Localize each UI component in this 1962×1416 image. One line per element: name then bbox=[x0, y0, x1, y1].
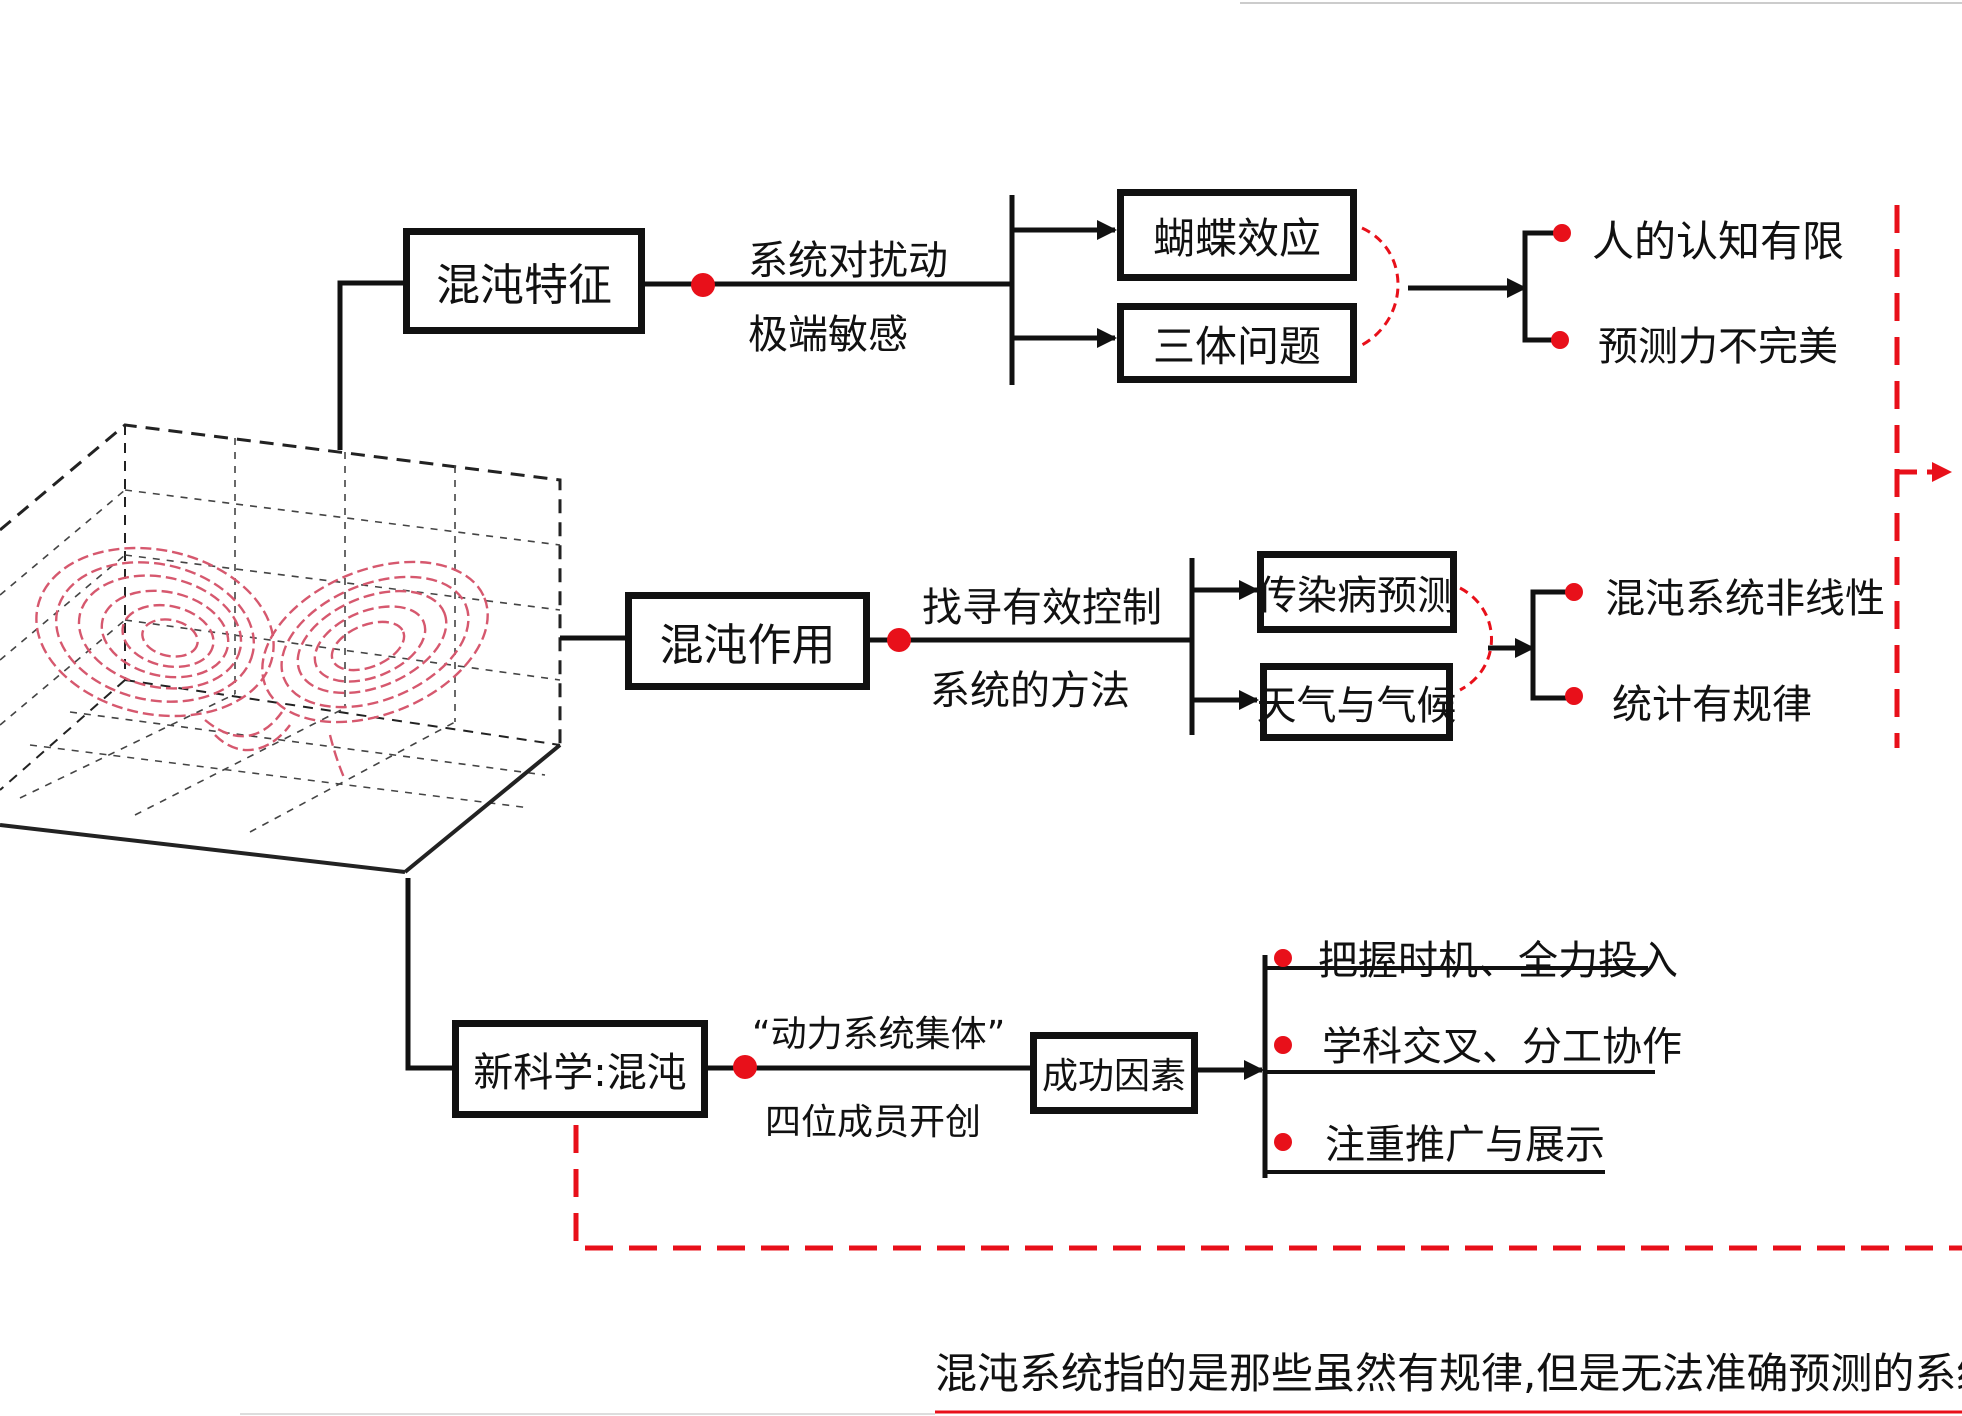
factor-promotion: 注重推广与展示 bbox=[1325, 1122, 1605, 1168]
chaos-features-label: 混沌特征 bbox=[436, 260, 612, 311]
branch1-desc-line2: 极端敏感 bbox=[748, 312, 908, 358]
conclusion-nonlinear: 混沌系统非线性 bbox=[1605, 576, 1885, 622]
branch2-desc-line1: 找寻有效控制 bbox=[922, 585, 1162, 631]
box-weather-climate: 天气与气候 bbox=[1257, 663, 1457, 741]
bullet-dot bbox=[1565, 687, 1583, 705]
conclusion-statistical-regularity: 统计有规律 bbox=[1612, 682, 1812, 728]
weather-climate-label: 天气与气候 bbox=[1256, 683, 1457, 729]
bullet-dot bbox=[1274, 1036, 1292, 1054]
branch2-dot bbox=[887, 628, 911, 652]
branch2-desc-line2: 系统的方法 bbox=[930, 668, 1130, 714]
branch3-desc-line1: “动力系统集体” bbox=[752, 1014, 1006, 1055]
branch3-desc-line2: 四位成员开创 bbox=[765, 1102, 982, 1143]
new-science-chaos-label: 新科学:混沌 bbox=[473, 1050, 687, 1096]
bullet-dot bbox=[1551, 331, 1569, 349]
chaos-definition: 混沌系统指的是那些虽然有规律,但是无法准确预测的系统。 bbox=[935, 1349, 1962, 1398]
chaos-role-label: 混沌作用 bbox=[659, 620, 836, 671]
three-body-label: 三体问题 bbox=[1152, 321, 1321, 371]
branch1-desc-line1: 系统对扰动 bbox=[748, 238, 948, 284]
success-factors-label: 成功因素 bbox=[1041, 1056, 1186, 1097]
bullet-dot bbox=[1553, 224, 1571, 242]
bullet-dot bbox=[1274, 1133, 1292, 1151]
box-epidemic-prediction: 传染病预测 bbox=[1257, 551, 1457, 633]
feedback-loop bbox=[573, 205, 1962, 1251]
bullet-dot bbox=[1565, 583, 1583, 601]
epidemic-prediction-label: 传染病预测 bbox=[1257, 573, 1457, 619]
conclusion-prediction-imperfect: 预测力不完美 bbox=[1598, 324, 1838, 370]
box-success-factors: 成功因素 bbox=[1030, 1032, 1198, 1114]
box-three-body: 三体问题 bbox=[1117, 303, 1357, 383]
box-butterfly-effect: 蝴蝶效应 bbox=[1117, 189, 1357, 281]
box-chaos-features: 混沌特征 bbox=[403, 228, 645, 334]
factor-interdisciplinary: 学科交叉、分工协作 bbox=[1322, 1024, 1682, 1070]
butterfly-effect-label: 蝴蝶效应 bbox=[1152, 213, 1321, 263]
branch1-dot bbox=[691, 273, 715, 297]
branch3-dot bbox=[733, 1055, 757, 1079]
bullet-dot bbox=[1274, 949, 1292, 967]
box-new-science-chaos: 新科学:混沌 bbox=[452, 1020, 708, 1118]
factor-timing: 把握时机、全力投入 bbox=[1318, 938, 1678, 984]
wireframe-box bbox=[0, 423, 562, 874]
attractor bbox=[35, 546, 489, 781]
box-chaos-role: 混沌作用 bbox=[625, 592, 870, 690]
conclusion-cognition-limited: 人的认知有限 bbox=[1592, 217, 1845, 266]
